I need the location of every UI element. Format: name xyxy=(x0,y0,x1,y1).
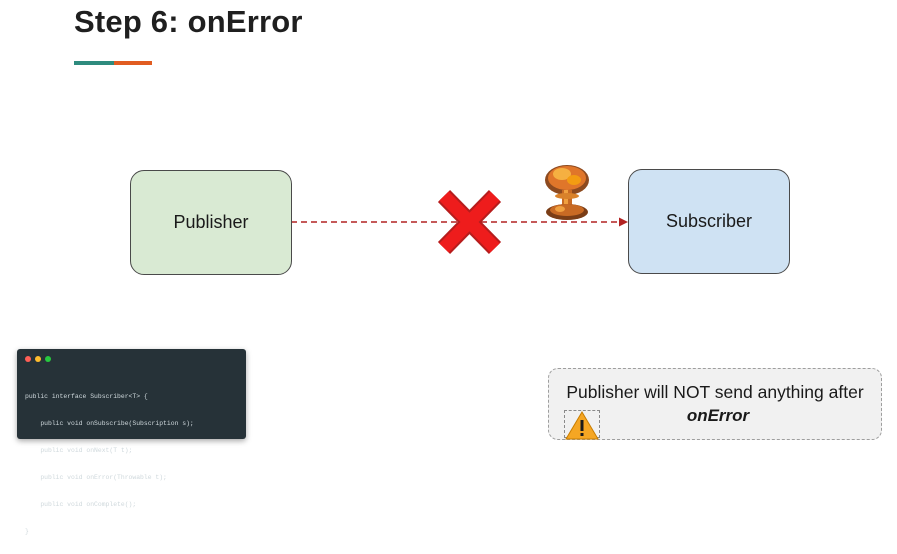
code-line: } xyxy=(25,528,29,535)
subscriber-box: Subscriber xyxy=(628,169,790,274)
code-line: public void onSubscribe(Subscription s); xyxy=(25,420,194,427)
underline-teal xyxy=(74,61,114,65)
underline-orange xyxy=(114,61,152,65)
publisher-box: Publisher xyxy=(130,170,292,275)
window-controls xyxy=(25,356,51,362)
code-snippet: public interface Subscriber<T> { public … xyxy=(25,374,194,554)
mushroom-cloud-icon xyxy=(545,165,589,220)
subscriber-label: Subscriber xyxy=(665,211,753,231)
red-x-icon xyxy=(437,190,502,254)
code-line: public void onComplete(); xyxy=(25,501,137,508)
slide-title: Step 6: onError xyxy=(74,4,303,39)
warning-icon xyxy=(565,411,599,440)
maximize-dot-icon xyxy=(45,356,51,362)
close-dot-icon xyxy=(25,356,31,362)
code-line: public void onNext(T t); xyxy=(25,447,133,454)
arrow-head xyxy=(619,217,628,227)
note-emphasis: onError xyxy=(686,406,750,425)
minimize-dot-icon xyxy=(35,356,41,362)
publisher-label: Publisher xyxy=(173,212,249,232)
title-underline xyxy=(74,61,152,65)
note-box: Publisher will NOT send anything after o… xyxy=(548,368,882,440)
note-text: Publisher will NOT send anything after xyxy=(566,382,864,402)
code-window: public interface Subscriber<T> { public … xyxy=(17,349,246,535)
code-line: public void onError(Throwable t); xyxy=(25,474,167,481)
code-line: public interface Subscriber<T> { xyxy=(25,393,148,400)
